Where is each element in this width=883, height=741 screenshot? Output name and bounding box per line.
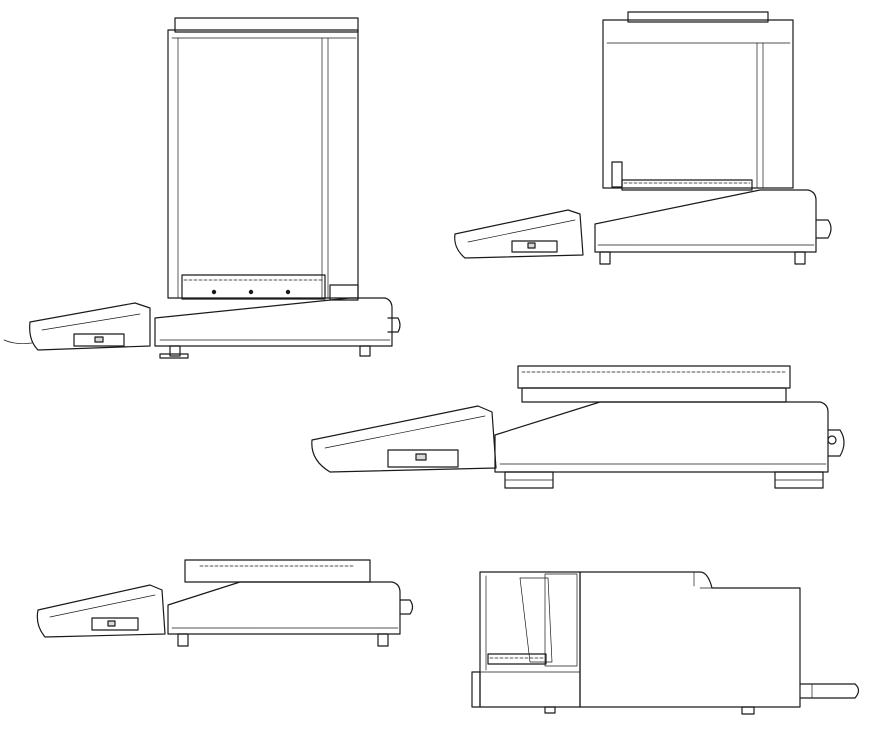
view-flat-pan [36,559,414,647]
view-low-pan [311,365,845,489]
view-section [471,571,860,715]
view-medium-draft-shield [454,11,832,265]
view-tall-draft-shield [3,17,401,359]
